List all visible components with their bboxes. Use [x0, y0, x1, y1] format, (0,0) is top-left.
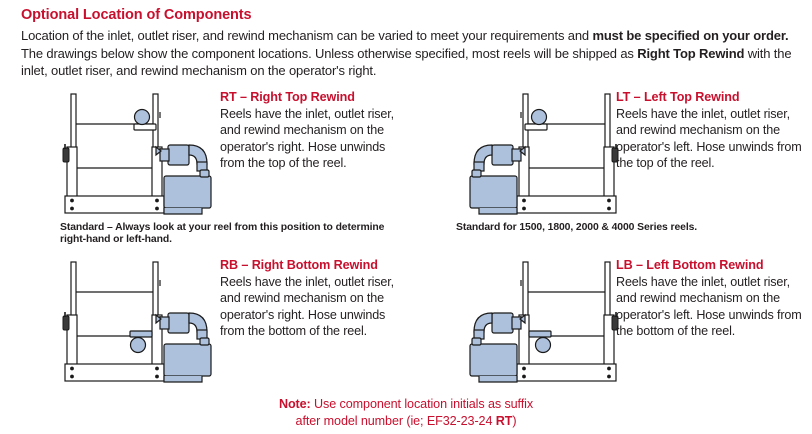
header-block: Optional Location of Components Location… [21, 6, 796, 80]
note-label: Note: [278, 397, 311, 411]
panel-caption-standard-series: Standard for 1500, 1800, 2000 & 4000 Ser… [456, 222, 698, 233]
reel-diagram-left-top-rewind [456, 92, 621, 218]
panel-heading: RT – Right Top Rewind [220, 90, 355, 104]
panel-left-top-rewind: LT – Left Top Rewind Reels have the inle… [404, 90, 802, 240]
panel-text-right-bottom-rewind: RB – Right Bottom Rewind Reels have the … [220, 258, 406, 340]
panel-right-top-rewind: RT – Right Top Rewind Reels have the inl… [8, 90, 406, 245]
panel-description: Reels have the inlet, outlet riser, and … [220, 275, 394, 339]
note-line-2: after model number (ie; EF32-23-24 RT) [0, 413, 812, 430]
panel-left-bottom-rewind: LB – Left Bottom Rewind Reels have the i… [404, 258, 802, 408]
reel-diagram-left-bottom-rewind [456, 260, 621, 386]
page-title: Optional Location of Components [21, 7, 252, 23]
note-line-2-after: ) [512, 414, 517, 428]
bottom-note: Note: Use component location initials as… [0, 396, 812, 430]
intro-fragment-4: with the inlet, outlet riser, and rewind… [21, 45, 792, 79]
panel-heading: LB – Left Bottom Rewind [616, 258, 764, 272]
panel-text-left-top-rewind: LT – Left Top Rewind Reels have the inle… [616, 90, 802, 172]
reel-diagram-right-top-rewind [60, 92, 225, 218]
panel-description: Reels have the inlet, outlet riser, and … [616, 107, 802, 171]
note-suffix-example: RT [495, 414, 513, 428]
panel-right-bottom-rewind: RB – Right Bottom Rewind Reels have the … [8, 258, 403, 408]
intro-fragment-1: must be specified on your order. [592, 28, 789, 43]
note-line-1: Note: Use component location initials as… [0, 396, 812, 413]
panel-caption-standard-position: Standard – Always look at your reel from… [60, 222, 385, 245]
panel-text-right-top-rewind: RT – Right Top Rewind Reels have the inl… [220, 90, 406, 172]
intro-fragment-0: Location of the inlet, outlet riser, and… [21, 28, 593, 43]
panel-description: Reels have the inlet, outlet riser, and … [616, 275, 802, 339]
panel-text-left-bottom-rewind: LB – Left Bottom Rewind Reels have the i… [616, 258, 802, 340]
intro-paragraph: Location of the inlet, outlet riser, and… [21, 27, 796, 80]
panel-heading: RB – Right Bottom Rewind [220, 258, 378, 272]
intro-fragment-2: The drawings below show the component lo… [21, 45, 638, 61]
note-line-2-before: after model number (ie; EF32-23-24 [295, 414, 496, 428]
note-line-1-text: Use component location initials as suffi… [310, 397, 534, 411]
reel-diagram-right-bottom-rewind [60, 260, 225, 386]
intro-fragment-3: Right Top Rewind [637, 45, 745, 61]
panel-description: Reels have the inlet, outlet riser, and … [220, 107, 394, 171]
panel-heading: LT – Left Top Rewind [616, 90, 740, 104]
